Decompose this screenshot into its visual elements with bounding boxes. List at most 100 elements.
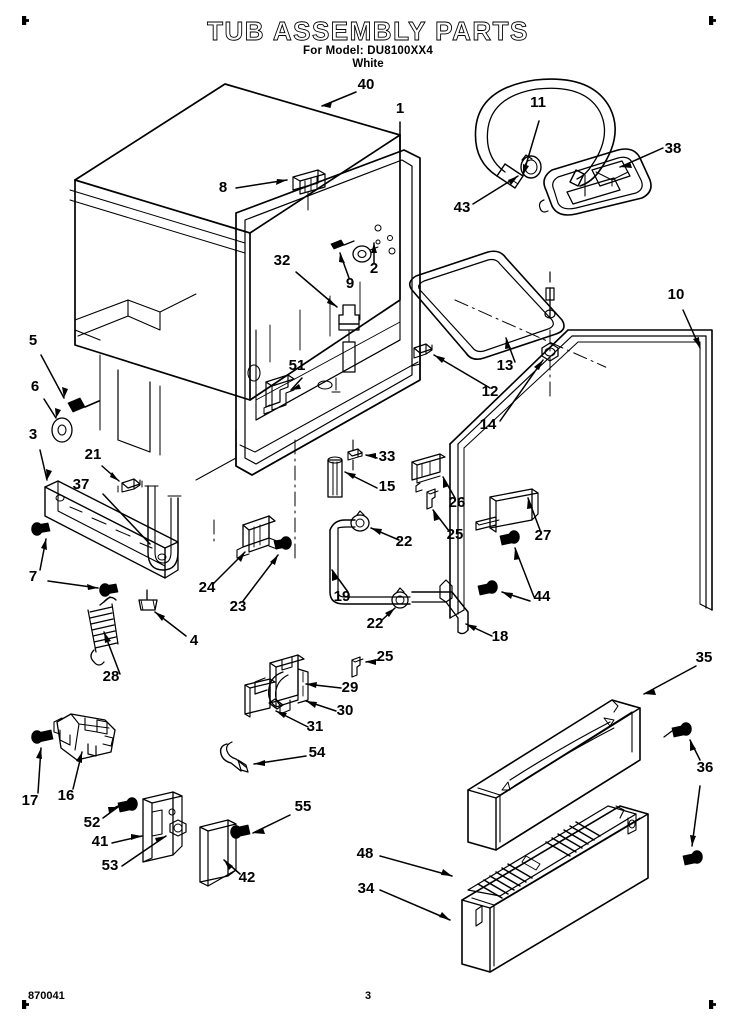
- page-number: 3: [364, 990, 372, 1002]
- callout-leader-32: [295, 271, 338, 308]
- callout-leader-5: [40, 354, 68, 399]
- callout-12: 12: [482, 383, 499, 400]
- part-38-sump-cover: [538, 148, 652, 216]
- part-55-screw: [230, 824, 251, 839]
- callout-24: 24: [199, 579, 216, 596]
- callout-34: 34: [358, 880, 375, 897]
- part-31-plate: [244, 678, 276, 718]
- callout-leader-15: [344, 471, 378, 489]
- callout-37: 37: [73, 476, 90, 493]
- part-7-screws: [31, 522, 119, 597]
- callout-leader-53: [121, 835, 167, 867]
- callout-19: 19: [334, 588, 351, 605]
- part-33-clip: [347, 439, 363, 471]
- callout-1: 1: [396, 100, 404, 117]
- part-37-drain-loop: [144, 485, 182, 571]
- callout-leader-17: [36, 747, 42, 794]
- callout-21: 21: [85, 446, 102, 463]
- part-22-clamp-lower: [391, 587, 409, 609]
- callout-leader-31: [275, 710, 309, 728]
- callout-10: 10: [668, 286, 685, 303]
- registration-mark-top-left: [22, 16, 29, 25]
- callout-22-upper: 22: [396, 533, 413, 550]
- callout-leader-38: [619, 147, 664, 168]
- tub-interior-detail: [255, 251, 401, 421]
- callout-26: 26: [449, 494, 466, 511]
- part-28-spring: [87, 596, 119, 666]
- callout-27: 27: [535, 527, 552, 544]
- part-53-nut: [169, 819, 187, 837]
- callout-leader-23: [242, 554, 279, 602]
- callout-leader-42: [223, 859, 241, 875]
- registration-mark-bottom-left: [22, 1000, 29, 1009]
- part-17-screw: [31, 729, 54, 744]
- callout-29: 29: [342, 679, 359, 696]
- callout-leader-10: [682, 309, 701, 349]
- callout-22-lower: 22: [367, 615, 384, 632]
- model-line: For Model: DU8100XX4: [303, 45, 433, 57]
- callout-28: 28: [103, 668, 120, 685]
- callout-40: 40: [358, 76, 375, 93]
- callout-leader-6: [43, 398, 61, 419]
- tub-front-holes: [374, 224, 396, 255]
- callout-leader-16: [72, 751, 83, 790]
- callout-41: 41: [92, 833, 109, 850]
- callout-leader-22-lower: [381, 607, 396, 621]
- callout-18: 18: [492, 628, 509, 645]
- callout-leader-52: [102, 806, 119, 819]
- callout-8: 8: [219, 179, 227, 196]
- part-24-module: [236, 515, 278, 559]
- callout-43: 43: [454, 199, 471, 216]
- part-19-hose: [329, 519, 411, 605]
- part-30-lever: [267, 671, 289, 710]
- callout-leader-36: [689, 739, 701, 847]
- callout-leader-40: [321, 91, 357, 108]
- part-6-washer: [51, 417, 73, 443]
- callout-leader-51: [290, 377, 303, 391]
- part-52-screw: [109, 797, 138, 813]
- callout-33: 33: [379, 448, 396, 465]
- callout-42: 42: [239, 869, 256, 886]
- callout-leader-28: [103, 631, 121, 675]
- part-12-clip: [411, 343, 433, 367]
- callout-17: 17: [22, 792, 39, 809]
- callout-23: 23: [230, 598, 247, 615]
- registration-mark-bottom-right: [709, 1000, 716, 1009]
- callout-48: 48: [357, 845, 374, 862]
- callout-leader-3: [39, 449, 52, 481]
- part-16-latch: [53, 713, 116, 761]
- callout-53: 53: [102, 857, 119, 874]
- misc-tub-floor-parts: [247, 364, 341, 393]
- callout-16: 16: [58, 787, 75, 804]
- part-22-clamp-upper: [350, 510, 370, 532]
- part-32-thermostat: [338, 304, 360, 373]
- callout-leader-19: [331, 569, 349, 593]
- callout-number-group: 1 2 3 4 5 6 7 8 9 10 11 12 13 14 15 16 1…: [22, 76, 714, 897]
- callout-leader-26: [442, 476, 456, 499]
- tub-outer-shell: [69, 83, 401, 456]
- part-3-lower-rail: [44, 480, 179, 579]
- callout-leader-18: [465, 623, 493, 637]
- callout-leader-27: [527, 497, 541, 531]
- part-27-support: [475, 488, 539, 533]
- part-8-clip: [292, 169, 326, 211]
- callout-leader-7: [39, 538, 99, 590]
- callout-13: 13: [497, 357, 514, 374]
- callout-30: 30: [337, 702, 354, 719]
- part-25-clip-lower: [351, 656, 364, 678]
- callout-leader-22-upper: [370, 527, 400, 541]
- callout-14: 14: [480, 416, 497, 433]
- callout-25-lower: 25: [377, 648, 394, 665]
- callout-5: 5: [29, 332, 37, 349]
- part-42-bracket: [199, 819, 237, 887]
- callout-35: 35: [696, 649, 713, 666]
- part-15-tube: [327, 456, 343, 498]
- callout-31: 31: [307, 718, 324, 735]
- part-4-leveler: [138, 589, 158, 611]
- callout-leader-43: [472, 175, 519, 205]
- callout-leader-34: [379, 889, 451, 921]
- callout-leader-33: [365, 453, 378, 459]
- callout-2: 2: [370, 260, 378, 277]
